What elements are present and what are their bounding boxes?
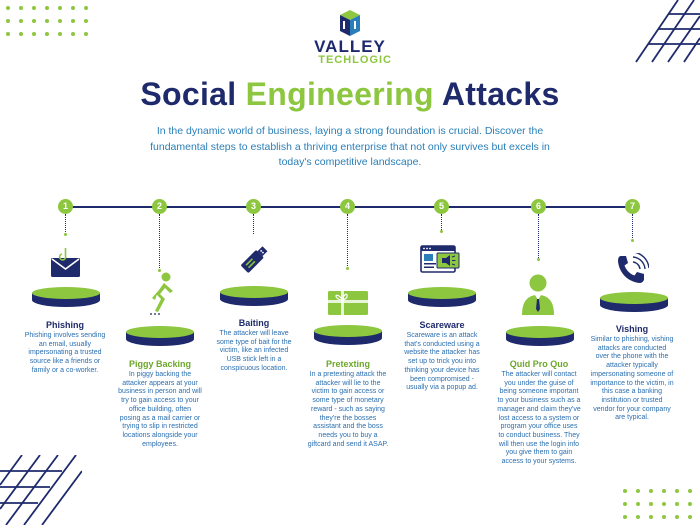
step-description-baiting: The attacker will leave some type of bai… xyxy=(216,330,292,372)
logo-wordmark-top: VALLEY xyxy=(314,37,386,56)
platform-6 xyxy=(506,326,574,346)
platform-7 xyxy=(600,292,668,312)
intro-paragraph: In the dynamic world of business, laying… xyxy=(150,125,550,168)
usb-stick-icon xyxy=(241,246,268,273)
decorative-dots-bottom-right xyxy=(623,489,692,519)
decorative-dots-top-left xyxy=(6,6,88,36)
step-description-quid-pro-quo: The attacker will contact you under the … xyxy=(497,371,581,466)
connector-2 xyxy=(159,214,160,270)
step-description-phishing: Phishing involves sending an email, usua… xyxy=(24,332,106,374)
gift-card-icon xyxy=(328,291,368,315)
connector-5 xyxy=(441,214,442,232)
step-title-vishing: Vishing xyxy=(615,324,649,334)
step-number-5: 5 xyxy=(434,199,449,214)
step-number-6: 6 xyxy=(531,199,546,214)
step-number-3: 3 xyxy=(246,199,261,214)
step-title-pretexting: Pretexting xyxy=(325,359,370,369)
step-description-scareware: Scareware is an attack that's conducted … xyxy=(404,332,480,392)
sneaking-person-icon xyxy=(150,272,173,315)
decorative-hatch-bottom-left xyxy=(0,455,82,525)
step-title-phishing: Phishing xyxy=(46,320,84,330)
step-description-pretexting: In a pretexting attack the attacker will… xyxy=(307,371,389,448)
platform-2 xyxy=(126,326,194,346)
logo-wordmark-bottom: TECHLOGIC xyxy=(318,54,392,66)
connector-1 xyxy=(65,214,66,234)
decorative-hatch-top-right xyxy=(635,0,700,63)
logo-cube-icon xyxy=(340,10,360,36)
step-number-1: 1 xyxy=(58,199,73,214)
connector-dot-4 xyxy=(346,267,349,270)
envelope-hook-icon xyxy=(51,248,80,277)
step-number-4: 4 xyxy=(340,199,355,214)
platform-4 xyxy=(314,325,382,345)
step-title-scareware: Scareware xyxy=(419,320,465,330)
step-title-baiting: Baiting xyxy=(238,318,270,328)
platform-3 xyxy=(220,286,288,306)
step-title-piggy-backing: Piggy Backing xyxy=(128,359,191,369)
page-title: Social Engineering Attacks xyxy=(0,76,700,113)
step-number-2: 2 xyxy=(152,199,167,214)
connector-dot-6 xyxy=(537,258,540,261)
businessman-icon xyxy=(522,274,554,315)
connector-dot-1 xyxy=(64,233,67,236)
platform-5 xyxy=(408,287,476,307)
step-description-vishing: Similar to phishing, vishing attacks are… xyxy=(590,336,674,422)
phone-call-icon xyxy=(618,253,649,283)
connector-4 xyxy=(347,214,348,268)
step-description-piggy-backing: In piggy backing the attacker appears at… xyxy=(118,371,202,448)
connector-dot-2 xyxy=(158,269,161,272)
browser-alert-icon xyxy=(420,245,460,273)
step-title-quid-pro-quo: Quid Pro Quo xyxy=(509,359,569,369)
connector-dot-5 xyxy=(440,230,443,233)
title-part-social: Social xyxy=(140,76,246,112)
platform-1 xyxy=(32,287,100,307)
company-logo: VALLEY TECHLOGIC xyxy=(300,10,400,66)
title-part-attacks: Attacks xyxy=(433,76,560,112)
step-number-7: 7 xyxy=(625,199,640,214)
connector-6 xyxy=(538,214,539,260)
connector-dot-7 xyxy=(631,239,634,242)
title-part-engineering: Engineering xyxy=(245,76,434,112)
connector-3 xyxy=(253,214,254,234)
connector-7 xyxy=(632,214,633,240)
